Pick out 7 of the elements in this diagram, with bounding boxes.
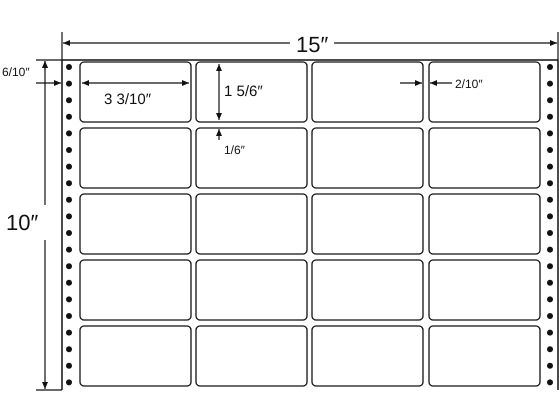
dimension-label: 15″: [296, 34, 328, 56]
dimension-label: 1 5/6″: [224, 84, 263, 99]
dimension-label: 2/10″: [455, 78, 483, 90]
dimension-label: 10″: [6, 212, 38, 234]
dimension-label: 3 3/10″: [104, 92, 152, 107]
dimension-label: 1/6″: [224, 144, 245, 156]
dimension-label: 6/10″: [2, 66, 30, 78]
